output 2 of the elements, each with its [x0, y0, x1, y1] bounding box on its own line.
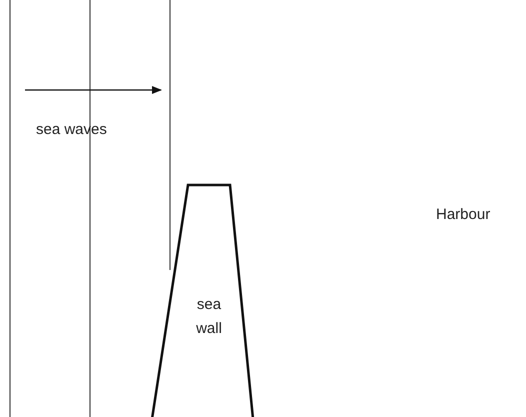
area-label: Harbour [436, 206, 490, 223]
wall-label: sea wall [195, 295, 223, 339]
